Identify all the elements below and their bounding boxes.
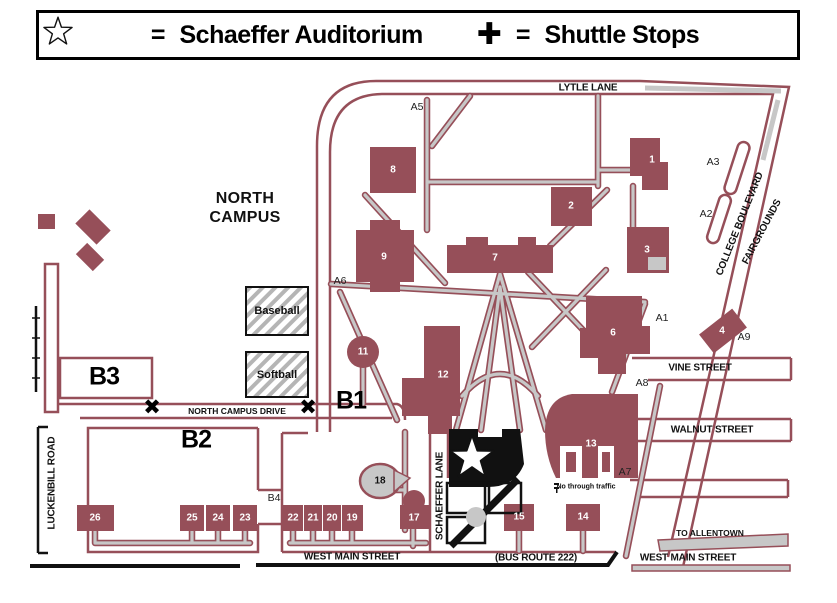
softball-field [245, 351, 309, 398]
no-through-traffic-icon [554, 483, 559, 493]
college-blvd-lots [705, 140, 751, 245]
legend-cross-label: Shuttle Stops [544, 20, 700, 49]
off-campus-street-lines [30, 306, 619, 568]
campus-buildings [38, 138, 747, 531]
roads-and-lot-outlines [43, 79, 793, 572]
plaza-roundabout [445, 476, 523, 549]
shuttle-cross-icon: ✚ [476, 17, 502, 52]
legend: = Schaeffer Auditorium ✚ = Shuttle Stops [36, 10, 800, 60]
legend-equals-2: = [515, 20, 531, 49]
to-allentown-road [657, 533, 789, 552]
west-strip-lot-outline [43, 262, 60, 414]
west-main-right-road [631, 564, 791, 572]
ball-fields [245, 286, 309, 398]
star-icon-svg [43, 16, 73, 45]
parking-lot-b3-outline [58, 356, 154, 400]
baseball-field [245, 286, 309, 336]
legend-star-label: Schaeffer Auditorium [179, 20, 423, 49]
auditorium-star-icon [449, 434, 495, 478]
legend-equals-1: = [150, 20, 166, 49]
schaeffer-auditorium [449, 429, 524, 487]
